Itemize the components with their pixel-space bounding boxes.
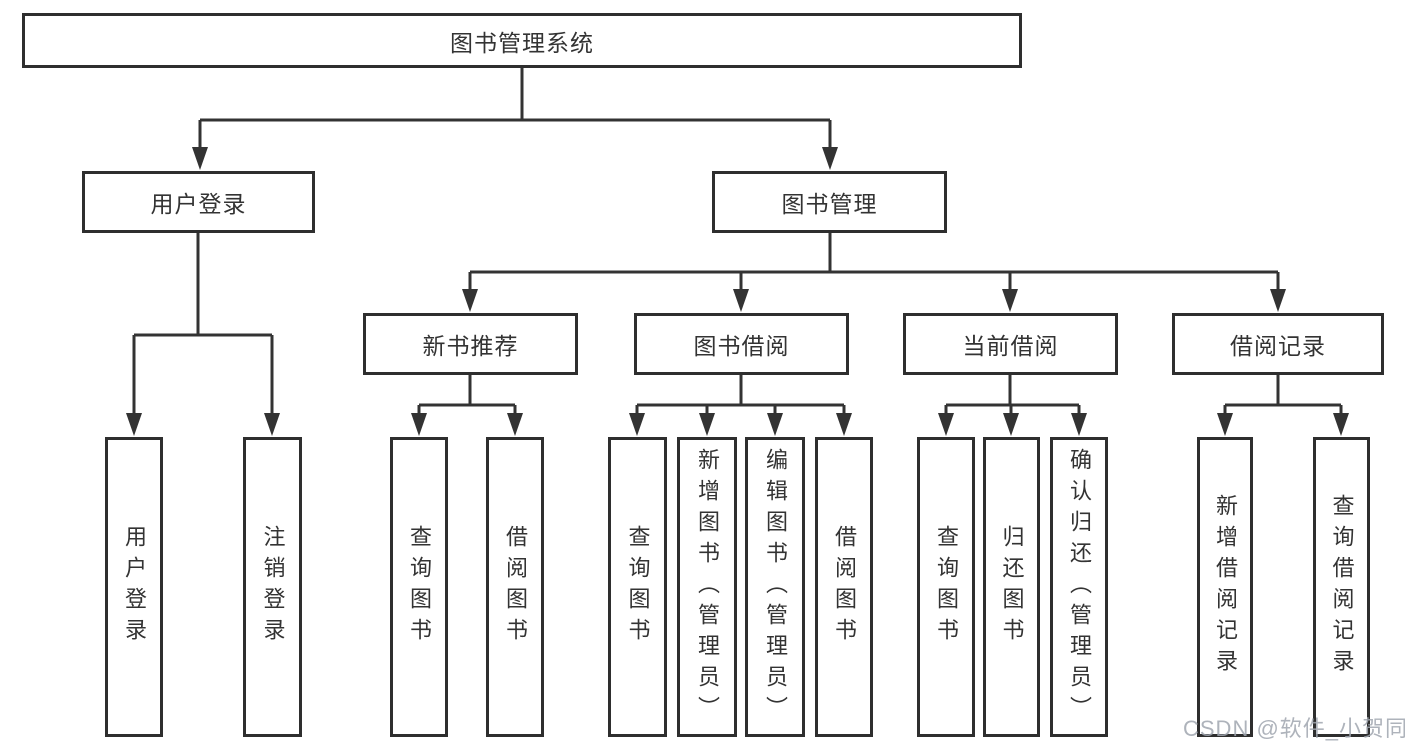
leaf-current-query-books-label: 查询图书 [934, 525, 959, 649]
leaf-borrow-query-books-label: 查询图书 [625, 525, 651, 649]
node-user-login-label: 用户登录 [150, 191, 247, 217]
node-borrow-records: 借阅记录 [1172, 313, 1384, 375]
leaf-user-login: 用户登录 [105, 437, 163, 737]
leaf-borrow-edit-books-admin-label: 编辑图书（管理员） [763, 447, 788, 727]
node-current-borrow-label: 当前借阅 [962, 333, 1059, 359]
node-root-label: 图书管理系统 [450, 29, 594, 56]
leaf-records-query-record-label: 查询借阅记录 [1329, 494, 1355, 680]
leaf-rec-borrow-books-label: 借阅图书 [503, 525, 528, 649]
node-book-management-label: 图书管理 [781, 191, 878, 217]
node-book-borrow-label: 图书借阅 [693, 333, 790, 359]
leaf-logout: 注销登录 [243, 437, 302, 737]
leaf-current-confirm-return-admin-label: 确认归还（管理员） [1067, 447, 1092, 727]
node-new-book-recommend: 新书推荐 [363, 313, 578, 375]
csdn-watermark: CSDN @软件_小贺同学 [1183, 716, 1405, 741]
node-new-book-recommend-label: 新书推荐 [422, 333, 519, 359]
node-user-login: 用户登录 [82, 171, 315, 233]
leaf-rec-query-books: 查询图书 [390, 437, 448, 737]
leaf-records-query-record: 查询借阅记录 [1313, 437, 1370, 737]
leaf-borrow-edit-books-admin: 编辑图书（管理员） [745, 437, 805, 737]
leaf-current-return-books-label: 归还图书 [999, 525, 1025, 649]
leaf-borrow-borrow-books-label: 借阅图书 [832, 525, 857, 649]
leaf-records-add-record: 新增借阅记录 [1197, 437, 1253, 737]
leaf-logout-label: 注销登录 [260, 525, 286, 649]
leaf-records-add-record-label: 新增借阅记录 [1213, 494, 1238, 680]
node-current-borrow: 当前借阅 [903, 313, 1118, 375]
node-book-borrow: 图书借阅 [634, 313, 849, 375]
leaf-borrow-add-books-admin-label: 新增图书（管理员） [695, 447, 720, 727]
node-borrow-records-label: 借阅记录 [1230, 333, 1326, 359]
leaf-current-return-books: 归还图书 [983, 437, 1040, 737]
leaf-current-query-books: 查询图书 [917, 437, 975, 737]
leaf-borrow-query-books: 查询图书 [608, 437, 667, 737]
leaf-rec-query-books-label: 查询图书 [407, 525, 432, 649]
leaf-borrow-borrow-books: 借阅图书 [815, 437, 873, 737]
leaf-borrow-add-books-admin: 新增图书（管理员） [677, 437, 737, 737]
node-book-management: 图书管理 [712, 171, 947, 233]
node-root: 图书管理系统 [22, 13, 1022, 68]
leaf-rec-borrow-books: 借阅图书 [486, 437, 544, 737]
leaf-user-login-label: 用户登录 [122, 525, 147, 649]
leaf-current-confirm-return-admin: 确认归还（管理员） [1050, 437, 1108, 737]
